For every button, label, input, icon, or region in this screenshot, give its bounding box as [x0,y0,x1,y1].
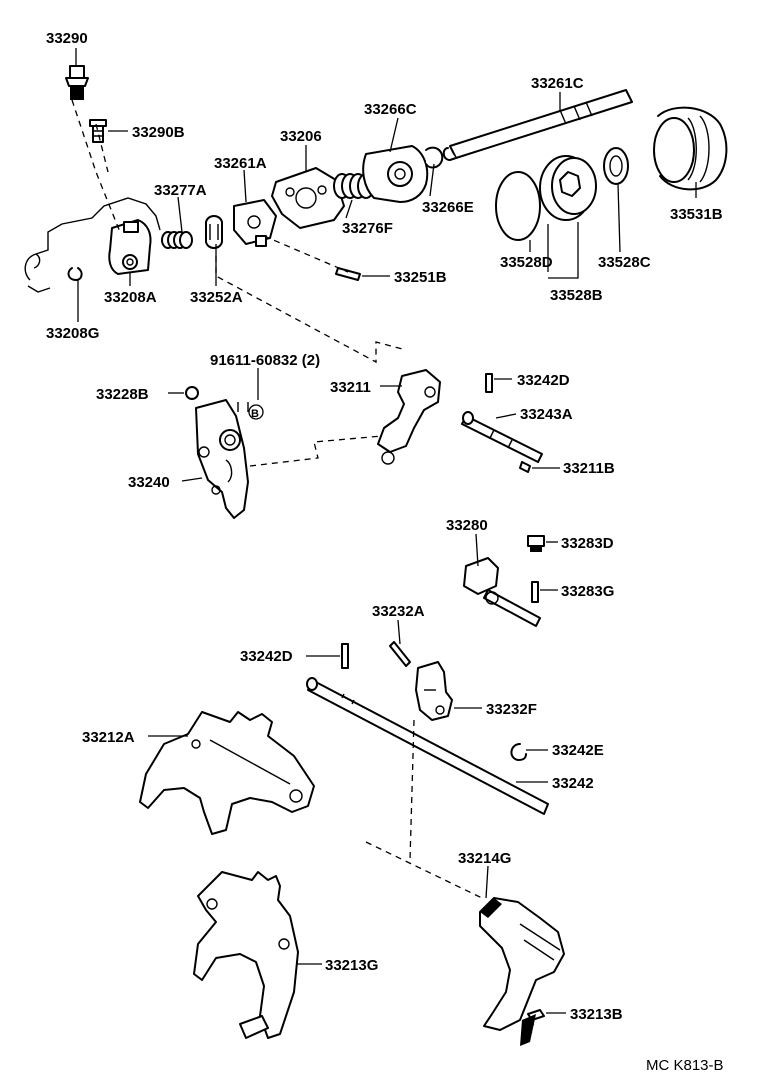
diagram-code: MC K813-B [646,1057,724,1074]
part-B-bolt [237,402,249,412]
part-33283G-pin [531,581,539,603]
label-33528D: 33528D [500,254,553,271]
label-33206: 33206 [280,128,322,145]
part-33277A-spring [161,231,193,249]
label-33211B: 33211B [563,460,615,477]
label-33242D-mid: 33242D [240,648,293,665]
label-33251B: 33251B [394,269,447,286]
bolt-callout-b: B [248,404,264,420]
label-33242: 33242 [552,775,594,792]
label-33208A: 33208A [104,289,157,306]
part-33211-lever [377,369,441,465]
label-33276F: 33276F [342,220,393,237]
part-33240-bracket [195,399,249,519]
label-33290: 33290 [46,30,88,47]
housing-outline [24,197,161,293]
leader-lines [75,48,697,1014]
part-33213B-bolt [520,1009,545,1046]
part-33528D-disc [495,171,541,241]
label-33242D-top: 33242D [517,372,570,389]
label-33283G: 33283G [561,583,614,600]
label-33232A: 33232A [372,603,425,620]
part-33228B-nut [185,386,199,400]
part-33283D-bolt [527,535,545,552]
part-33242-rod [306,677,549,815]
part-33252A [205,215,223,249]
label-33242E: 33242E [552,742,604,759]
part-33213G-fork [193,871,299,1039]
part-33214G-fork [479,897,565,1031]
label-33280: 33280 [446,517,488,534]
part-33290B-plug [89,119,107,143]
part-33261A [233,199,277,247]
part-33251B-pin [335,267,361,281]
part-labels: 33290 33290B 33277A 33261A 33206 33266C … [46,30,724,1074]
label-33528B: 33528B [550,287,603,304]
part-33276F-spring [333,173,375,199]
part-33531B-boot [653,106,728,191]
label-33531B: 33531B [670,206,723,223]
label-33211: 33211 [330,379,371,396]
label-33252A: 33252A [190,289,243,306]
label-33240: 33240 [128,474,170,491]
part-33280 [463,557,541,627]
label-33283D: 33283D [561,535,614,552]
part-33208A [108,219,152,275]
part-33290-bolt [65,65,89,100]
part-33266C [362,145,429,203]
label-33261A: 33261A [214,155,267,172]
part-33211B-pin [519,461,531,473]
label-33213G: 33213G [325,957,378,974]
label-33208G: 33208G [46,325,99,342]
label-33277A: 33277A [154,182,207,199]
label-33266E: 33266E [422,199,474,216]
part-33261C-shaft [442,89,633,161]
part-33528B-gear [539,155,597,221]
part-33232A-key [389,641,411,667]
part-33212A-fork [139,711,315,835]
label-33528C: 33528C [598,254,651,271]
label-33214G: 33214G [458,850,511,867]
label-33228B: 33228B [96,386,149,403]
label-33213B: 33213B [570,1006,623,1023]
label-33261C: 33261C [531,75,584,92]
label-91611-60832: 91611-60832 (2) [210,352,320,369]
part-33242E-clip [510,743,527,761]
part-33206 [271,167,345,229]
label-33232F: 33232F [486,701,537,718]
part-33528C-ring [603,147,629,185]
label-b: B [251,408,259,420]
part-33232F [415,661,453,721]
part-33242D-pin-top [485,373,493,393]
label-33243A: 33243A [520,406,573,423]
label-33266C: 33266C [364,101,417,118]
part-33208G-clip [67,267,83,281]
label-33290B: 33290B [132,124,185,141]
label-33212A: 33212A [82,729,135,746]
part-33243A-shaft [461,411,543,463]
part-33242D-pin-mid [341,643,349,669]
part-33266E [425,146,444,169]
